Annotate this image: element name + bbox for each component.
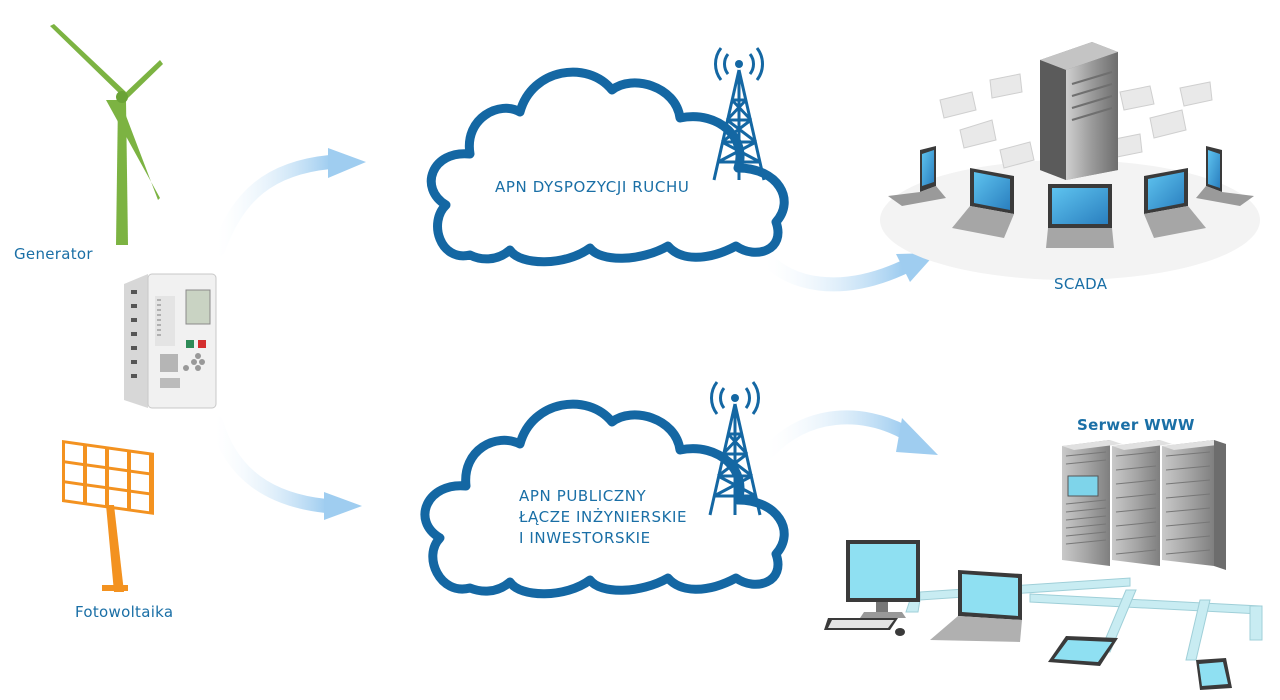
cloud-dispatch-line: APN DYSPOZYCJI RUCHU [495,178,690,196]
web-server-label: Serwer WWW [1077,416,1195,434]
cloud-public-line: APN PUBLICZNY [519,487,647,505]
arrow-generator-to-dispatch [211,148,366,257]
arrow-public-to-web [761,410,938,459]
radio-tower-icon [708,381,762,516]
scada-label: SCADA [1054,275,1108,293]
cloud-dispatch-text: APN DYSPOZYCJI RUCHU [495,177,689,198]
cloud-public-line: ŁĄCZE INŻYNIERSKIE [519,508,688,526]
arrow-dispatch-to-scada [759,251,936,292]
arrow-generator-to-public [209,415,362,520]
cloud-public [420,399,789,599]
solar-panel-icon [62,440,154,592]
scada-network-icon [880,42,1260,280]
radio-tower-icon [712,47,766,181]
protection-relay-icon [124,273,217,409]
server-rack-icon [824,440,1263,690]
wind-turbine-icon [50,24,163,245]
cloud-public-line: I INWESTORSKIE [519,529,651,547]
generator-label: Generator [14,245,93,263]
photovoltaics-label: Fotowoltaika [75,603,174,621]
cloud-public-text: APN PUBLICZNY ŁĄCZE INŻYNIERSKIE I INWES… [519,486,687,549]
